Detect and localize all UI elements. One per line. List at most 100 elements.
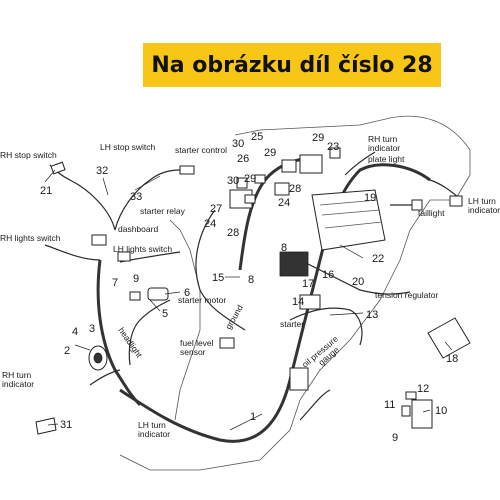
- leader-2: [74, 344, 91, 351]
- lh-stop-switch-part: [179, 165, 195, 175]
- part-number-5: 21: [40, 185, 52, 197]
- label-headlight: headlight: [116, 325, 144, 360]
- frame-top: [234, 117, 391, 136]
- part-number-18: 17: [302, 278, 314, 290]
- part-number-8-a: 8: [281, 242, 287, 254]
- starter-wire: [289, 307, 363, 346]
- part-number-32: 32: [96, 165, 108, 177]
- part-number-7: 6: [184, 287, 190, 299]
- label-tension-regulator: tension regulator: [375, 290, 438, 300]
- leader-14: [329, 312, 364, 316]
- part-number-23: 23: [327, 141, 339, 153]
- tension-regulator-part: [279, 251, 309, 277]
- label-starter-motor: starter motor: [178, 295, 226, 305]
- connector-8: [129, 291, 141, 301]
- regulator-wire: [299, 259, 411, 295]
- label-starter-relay: starter relay: [140, 206, 186, 216]
- fuel-sensor-part: [219, 337, 235, 349]
- leader-6: [149, 299, 161, 312]
- horn-center: [93, 352, 103, 364]
- terminal-12: [401, 405, 411, 417]
- battery-straps: [319, 199, 383, 229]
- label-starter: starter: [280, 319, 304, 329]
- bracket-21: [427, 317, 471, 359]
- label-taillight: taillight: [418, 208, 445, 218]
- part-number-banner: Na obrázku díl číslo 28: [143, 43, 441, 87]
- label-starter-control: starter control: [175, 145, 227, 155]
- starter-control-part: [299, 154, 323, 174]
- taillight-connector: [411, 199, 423, 211]
- label-plate-light: plate light: [368, 154, 405, 164]
- part-number-27: 27: [210, 203, 222, 215]
- fuse-box: [281, 159, 297, 173]
- part-number-29-b: 29: [264, 147, 276, 159]
- dashboard-connector: [91, 234, 107, 246]
- part-number-33: 33: [130, 191, 142, 203]
- part-number-26: 26: [237, 153, 249, 165]
- frame-left: [169, 219, 201, 421]
- connector-block: [289, 367, 309, 391]
- lights-switch-connector: [117, 251, 131, 262]
- label-ground: ground: [223, 303, 245, 331]
- part-number-21: 18: [446, 353, 458, 365]
- leader-22: [339, 244, 364, 259]
- banner-text: Na obrázku díl číslo 28: [151, 52, 433, 78]
- part-number-29-a: 29: [312, 132, 324, 144]
- part-number-1: 1: [250, 411, 256, 423]
- part-number-3: 3: [89, 323, 95, 335]
- part-number-13: 12: [417, 383, 429, 395]
- leader-7: [164, 291, 181, 295]
- label-rh-lights-switch: RH lights switch: [0, 233, 61, 243]
- plate-wire: [344, 151, 376, 176]
- part-number-17: 16: [322, 269, 334, 281]
- connector-24: [274, 182, 290, 196]
- part-number-8-b: 8: [248, 274, 254, 286]
- label-lh-stop-switch: LH stop switch: [100, 142, 156, 152]
- lh-rear-indicator-connector: [449, 195, 463, 207]
- part-number-12: 11: [384, 399, 395, 411]
- leader-21: [444, 341, 453, 351]
- part-number-6: 5: [162, 308, 168, 320]
- part-number-22: 22: [372, 253, 384, 265]
- part-number-28-a: 28: [289, 183, 301, 195]
- headlight-wire: [128, 299, 171, 366]
- part-number-20: 20: [352, 276, 364, 288]
- connector-15: [299, 294, 321, 310]
- part-number-19: 19: [364, 192, 376, 204]
- connector-11: [411, 399, 433, 429]
- part-number-31: 31: [60, 419, 72, 431]
- relay-cap: [236, 177, 248, 189]
- part-number-30-b: 30: [227, 175, 239, 187]
- part-number-16: 15: [212, 272, 224, 284]
- leader-1: [229, 413, 263, 431]
- leader-11: [422, 409, 431, 413]
- part-number-24-a: 24: [204, 218, 216, 230]
- part-number-14: 13: [366, 309, 378, 321]
- starter-motor-part: [147, 287, 169, 301]
- label-lh-lights-switch: LH lights switch: [113, 244, 172, 254]
- battery-tray: [311, 189, 386, 251]
- main-harness: [119, 163, 431, 443]
- relay-wire: [195, 209, 246, 331]
- part-number-24-b: 24: [278, 197, 290, 209]
- horn-wire: [89, 369, 121, 386]
- part-number-11: 10: [435, 405, 447, 417]
- part-number-30-a: 30: [232, 138, 244, 150]
- part-number-28-b: 28: [227, 227, 239, 239]
- connector-28: [244, 194, 256, 204]
- oil-wire: [299, 389, 331, 421]
- rh-indicator-connector: [329, 147, 341, 159]
- frame-outline: [119, 115, 471, 471]
- leader-32: [102, 177, 109, 196]
- label-rh-stop-switch: RH stop switch: [0, 150, 57, 160]
- rh-lights-wire: [44, 244, 101, 261]
- front-harness: [96, 259, 142, 407]
- leader-33: [134, 175, 161, 191]
- part-number-25: 25: [251, 131, 263, 143]
